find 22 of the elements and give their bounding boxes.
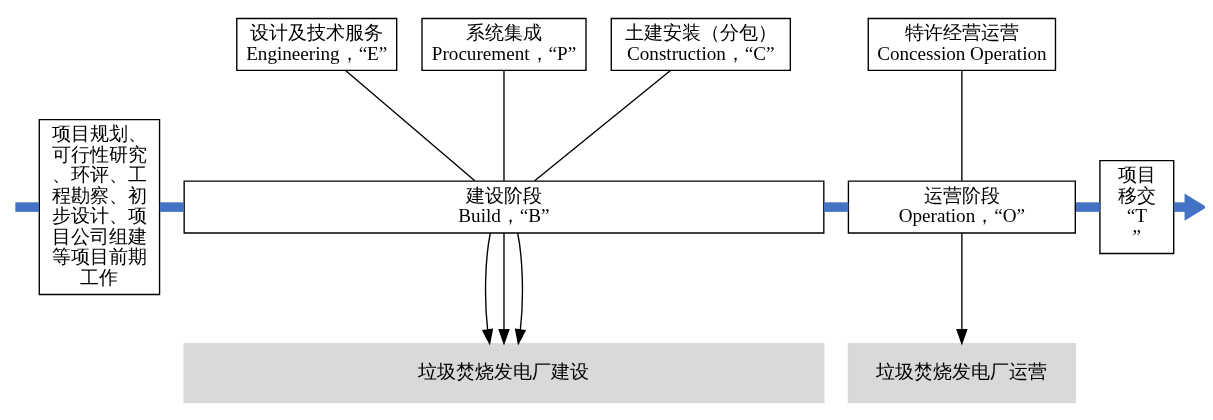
arrow [481,232,494,345]
node-box: 特许经营运营 Concession Operation [867,17,1057,71]
node-box: 项目规划、可行性研究、环评、工程勘察、初步设计、项目公司组建等项目前期工作 [38,118,161,295]
connector [824,201,849,212]
connector [961,69,963,181]
node-box: 垃圾焚烧发电厂建设 [183,342,825,403]
arrow [956,232,968,346]
node-box: 运营阶段 Operation，“O” [847,179,1076,234]
connector [1076,201,1100,212]
arrow [514,232,527,345]
arrow [498,232,510,346]
connector [503,69,505,181]
connector [534,69,672,181]
node-box: 设计及技术服务 Engineering，“E” [236,17,398,71]
node-box: 建设阶段 Build，“B” [183,179,825,234]
connector [15,201,39,212]
node-box: 系统集成 Procurement，“P” [421,17,587,71]
node-box: 垃圾焚烧发电厂运营 [847,342,1076,403]
connector [159,201,185,212]
node-box: 项目移交“T” [1099,159,1175,254]
connector [344,69,476,181]
node-box: 土建安装（分包） Construction，“C” [610,17,791,71]
